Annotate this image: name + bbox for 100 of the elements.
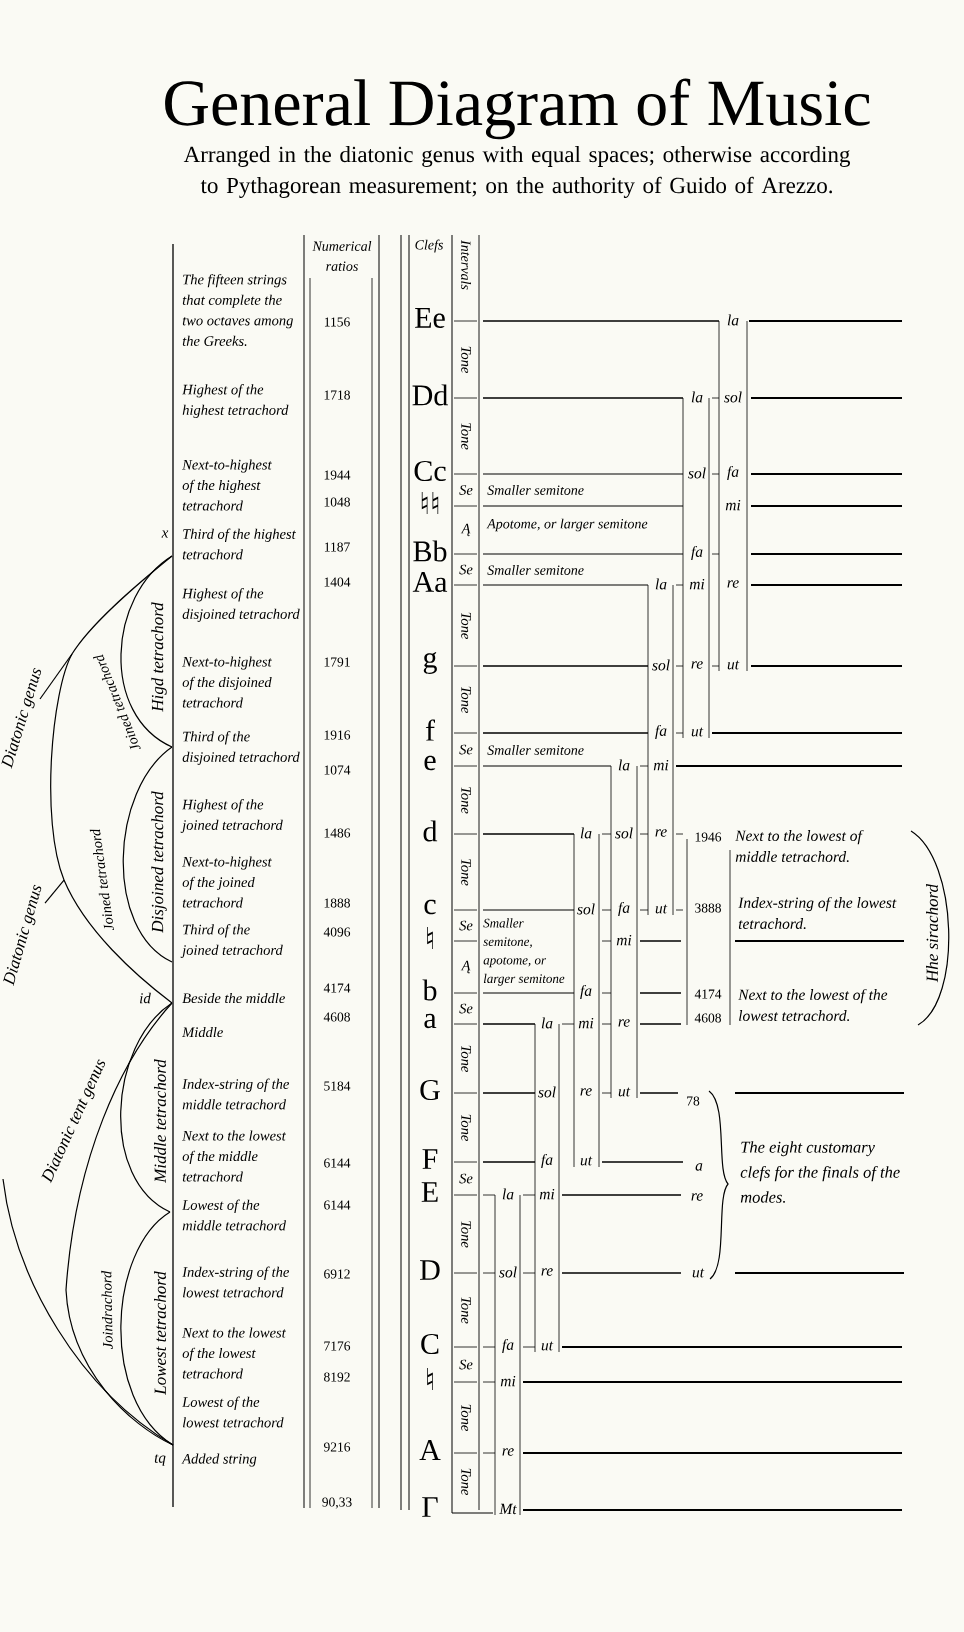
clef-letter: ♮ xyxy=(427,927,433,949)
ratio-number: 1404 xyxy=(324,577,351,587)
clef-letter: d xyxy=(423,820,438,842)
interval-label: Ą xyxy=(460,523,471,537)
solmization-syllable: re xyxy=(580,1088,592,1096)
title: General Diagram of Music xyxy=(165,78,870,140)
solmization-syllable: fa xyxy=(580,984,592,1000)
ratio-number: 78 xyxy=(687,1096,700,1106)
clef-letter: G xyxy=(420,1079,440,1101)
ratio-number: 1718 xyxy=(324,390,350,400)
solmization-syllable: la xyxy=(691,391,703,403)
solmization-syllable: re xyxy=(691,661,703,669)
ratio-number: 4608 xyxy=(694,1013,721,1023)
solmization-syllable: sol xyxy=(688,467,706,479)
clef-letter: D xyxy=(420,1260,440,1280)
ratio-number: 1916 xyxy=(324,730,351,740)
solmization-syllable: mi xyxy=(725,499,741,511)
final-label: ut xyxy=(692,1268,705,1278)
clef-letter: Aa xyxy=(412,571,448,593)
string-description: Index-string of the middle tetrachord xyxy=(182,1078,289,1110)
clef-letter: ♮♮ xyxy=(421,492,439,514)
solmization-syllable: re xyxy=(618,1019,630,1027)
note-text: Index-string of the lowest tetrachord. xyxy=(738,896,897,930)
ratio-number: 5184 xyxy=(324,1081,351,1091)
interval-label: Se xyxy=(459,1173,473,1184)
string-description: The fifteen strings that complete the two octaves among the Greeks. xyxy=(182,274,293,346)
string-description: Beside the middle xyxy=(182,992,285,1004)
bracket-label: Joined tetrachord xyxy=(89,829,114,931)
solmization-syllable: mi xyxy=(539,1188,555,1200)
interval-label: Tone xyxy=(461,1297,471,1324)
ratio-number: 4096 xyxy=(323,927,351,937)
solmization-syllable: mi xyxy=(689,578,705,590)
solmization-syllable: sol xyxy=(615,827,633,839)
clef-letter: ♮ xyxy=(427,1368,433,1390)
clef-letter: A xyxy=(419,1440,441,1460)
clef-letter: C xyxy=(421,1333,439,1355)
solmization-syllable: sol xyxy=(724,391,742,403)
ratio-number: 4174 xyxy=(694,989,722,999)
ratio-number: 9216 xyxy=(323,1442,351,1452)
solmization-syllable: fa xyxy=(727,465,739,481)
solmization-syllable: la xyxy=(502,1188,514,1200)
interval-label: Se xyxy=(459,485,473,495)
solmization-syllable: re xyxy=(541,1268,553,1276)
clef-letter: g xyxy=(423,652,437,674)
interval-description: Smaller semitone xyxy=(487,565,584,575)
row-marker: tq xyxy=(154,1454,166,1466)
interval-label: Se xyxy=(459,744,473,755)
column-header: Clefs xyxy=(415,239,443,253)
solmization-syllable: re xyxy=(727,580,739,588)
ratio-number: 1946 xyxy=(695,832,722,842)
row-marker: x xyxy=(161,530,169,538)
ratio-number: 1944 xyxy=(324,470,351,480)
bracket-label: Joindrachord xyxy=(101,1270,113,1349)
ratio-number: 1791 xyxy=(324,657,350,667)
string-description: Next to the lowest of the lowest tetrachord xyxy=(182,1327,286,1379)
solmization-syllable: ut xyxy=(618,1087,631,1097)
clef-letter: f xyxy=(425,719,435,741)
solmization-syllable: sol xyxy=(538,1086,556,1098)
interval-label: Tone xyxy=(461,1468,471,1496)
ratio-number: 4174 xyxy=(323,983,351,993)
string-description: Next-to-highest of the disjoined tetrachord xyxy=(182,656,272,708)
ratio-number: 1156 xyxy=(324,317,350,327)
clef-letter: E xyxy=(421,1182,438,1202)
string-description: Lowest of the middle tetrachord xyxy=(182,1199,286,1231)
solmization-syllable: ut xyxy=(691,727,704,737)
clef-letter: c xyxy=(424,899,436,915)
solmization-syllable: mi xyxy=(500,1375,516,1387)
clef-letter: b xyxy=(422,979,437,1001)
solmization-syllable: la xyxy=(655,578,667,590)
ratio-number: 6144 xyxy=(324,1200,351,1210)
solmization-syllable: re xyxy=(502,1448,514,1456)
clef-letter: e xyxy=(424,755,436,771)
interval-description: Smaller semitone xyxy=(487,745,584,755)
solmization-syllable: fa xyxy=(655,724,667,740)
interval-label: Tone xyxy=(461,1221,471,1248)
string-description: Added string xyxy=(181,1453,257,1467)
ratio-number: 3888 xyxy=(695,903,721,913)
interval-label: Ą xyxy=(460,960,471,974)
string-description: Next-to-highest of the joined tetrachord xyxy=(182,856,272,908)
solmization-syllable: fa xyxy=(691,545,703,561)
bracket-label: Disjoined tetrachord xyxy=(151,791,167,933)
ratio-number: 1486 xyxy=(324,828,351,838)
ratio-number: 6144 xyxy=(324,1158,351,1168)
solmization-syllable: la xyxy=(580,827,592,839)
ratio-number: 90,33 xyxy=(322,1497,352,1509)
string-description: Next-to-highest of the highest tetrachord xyxy=(182,459,272,511)
solmization-syllable: ut xyxy=(655,904,668,914)
interval-label: Tone xyxy=(461,1045,471,1073)
interval-label: Tone xyxy=(461,787,471,814)
solmization-syllable: mi xyxy=(653,759,669,771)
clef-letter: Γ xyxy=(422,1497,438,1517)
note-text: Next to the lowest of middle tetrachord. xyxy=(735,829,864,863)
column-header: Intervals xyxy=(461,240,471,290)
note-text: The eight customary clefs for the finals of the modes. xyxy=(740,1141,900,1203)
interval-description: Smaller semitone xyxy=(487,485,584,495)
bracket-label: Middle tetrachord xyxy=(154,1059,166,1183)
clef-letter: Cc xyxy=(414,460,446,482)
interval-label: Tone xyxy=(461,346,471,374)
solmization-syllable: sol xyxy=(499,1266,517,1278)
string-description: Third of the disjoined tetrachord xyxy=(182,731,300,765)
